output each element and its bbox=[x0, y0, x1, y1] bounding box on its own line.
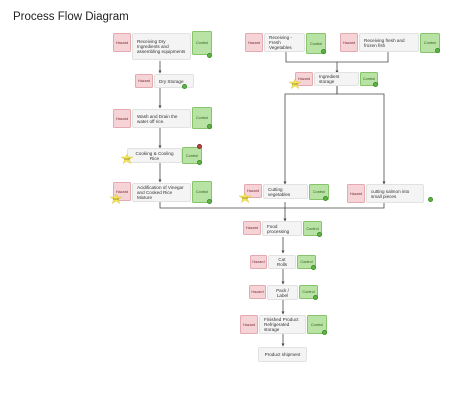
control-tag[interactable]: Control bbox=[306, 33, 326, 54]
status-ok-icon bbox=[435, 48, 440, 53]
control-tag[interactable]: Control bbox=[192, 181, 212, 203]
node-food-processing[interactable]: Food processing bbox=[262, 221, 302, 236]
control-tag[interactable]: Control bbox=[307, 315, 327, 334]
hazard-tag[interactable]: Hazard bbox=[250, 255, 267, 269]
status-ok-icon bbox=[207, 199, 212, 204]
node-cut-rolls[interactable]: Cut Rolls bbox=[268, 255, 296, 269]
status-ok-icon bbox=[317, 232, 322, 237]
node-receiving-vegetables[interactable]: Receiving - Fresh Vegetables bbox=[264, 33, 305, 52]
edge-receiving-merge bbox=[285, 52, 389, 63]
edge-converge-line bbox=[159, 202, 385, 209]
hazard-tag[interactable]: Hazard bbox=[240, 315, 258, 334]
node-cutting-salmon[interactable]: cutting salmon into small pieces bbox=[366, 184, 424, 203]
status-ok-icon bbox=[321, 49, 326, 54]
node-dry-storage[interactable]: Dry Storage bbox=[154, 74, 194, 88]
ccp-star-icon: CCP bbox=[238, 193, 252, 203]
hazard-tag[interactable]: Hazard bbox=[347, 184, 365, 203]
status-ok-icon bbox=[323, 196, 328, 201]
ccp-label: CCP bbox=[241, 196, 249, 200]
edge-storage-to-cutting-salmon bbox=[336, 86, 386, 185]
hazard-tag[interactable]: Hazard bbox=[340, 33, 358, 52]
status-ok-icon bbox=[428, 197, 433, 202]
status-ok-icon bbox=[197, 160, 202, 165]
node-receiving-dry[interactable]: Receiving Dry Ingredients and assembling… bbox=[132, 33, 191, 60]
status-ok-icon bbox=[313, 295, 318, 300]
status-ok-icon bbox=[207, 53, 212, 58]
node-cooking-cooling[interactable]: Cooking & Cooling Rice bbox=[127, 148, 182, 163]
hazard-tag[interactable]: Hazard bbox=[135, 74, 153, 88]
node-wash-drain[interactable]: Wash and Drain the water off rice. bbox=[132, 109, 191, 128]
status-ok-icon bbox=[311, 265, 316, 270]
ccp-label: CCP bbox=[112, 197, 120, 201]
page-title: Process Flow Diagram bbox=[13, 11, 129, 23]
status-ok-icon bbox=[182, 84, 187, 89]
ccp-star-icon: CCP bbox=[288, 79, 302, 89]
node-product-shipment[interactable]: Product shipment bbox=[258, 347, 307, 362]
control-tag[interactable]: Control bbox=[182, 147, 202, 164]
ccp-label: CCP bbox=[123, 157, 131, 161]
node-receiving-fish[interactable]: Receiving fresh and frozen fish bbox=[359, 33, 419, 52]
node-acidification[interactable]: Acidification of Vinegar and Cooked Rice… bbox=[132, 183, 191, 202]
node-ingredient-storage[interactable]: Ingredient storage bbox=[314, 72, 359, 86]
node-finished-product[interactable]: Finished Product Refrigerated storage bbox=[259, 315, 306, 334]
status-ok-icon bbox=[322, 330, 327, 335]
node-pack-label[interactable]: Pack / Label bbox=[267, 285, 298, 300]
node-cutting-vegetables[interactable]: Cutting vegetables bbox=[263, 184, 308, 199]
ccp-star-icon: CCP bbox=[120, 154, 134, 164]
status-ok-icon bbox=[373, 82, 378, 87]
ccp-star-icon: CCP bbox=[109, 194, 123, 204]
hazard-tag[interactable]: Hazard bbox=[243, 221, 261, 235]
hazard-tag[interactable]: Hazard bbox=[245, 33, 263, 52]
hazard-tag[interactable]: Hazard bbox=[113, 33, 131, 52]
edge-storage-to-cutting-vegetables bbox=[283, 86, 338, 185]
control-tag[interactable]: Control bbox=[192, 107, 212, 129]
status-ok-icon bbox=[207, 124, 212, 129]
control-tag[interactable]: Control bbox=[192, 31, 212, 55]
hazard-tag[interactable]: Hazard bbox=[113, 109, 131, 128]
ccp-label: CCP bbox=[291, 82, 299, 86]
hazard-tag[interactable]: Hazard bbox=[244, 184, 262, 198]
status-alert-icon bbox=[197, 144, 202, 149]
hazard-tag[interactable]: Hazard bbox=[249, 285, 266, 299]
hazard-tag[interactable]: Hazard bbox=[113, 182, 131, 201]
